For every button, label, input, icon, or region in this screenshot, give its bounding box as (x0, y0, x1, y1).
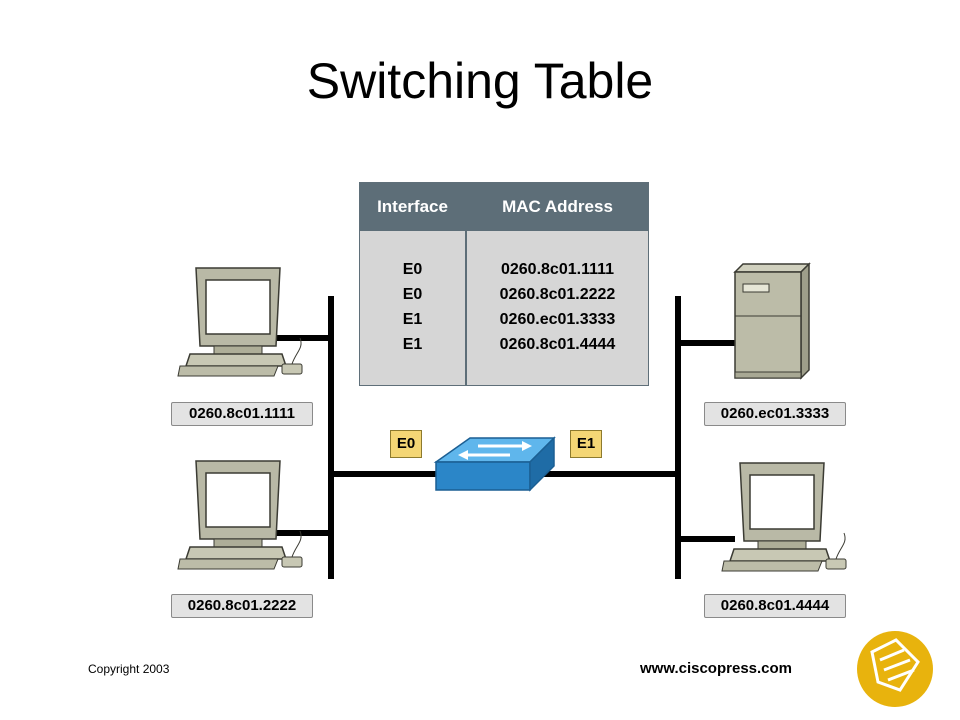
server-icon (733, 262, 811, 380)
website-link[interactable]: www.ciscopress.com (640, 660, 793, 677)
table-cell-interface: E0 (402, 261, 423, 278)
host-mac-label: 0260.ec01.3333 (704, 402, 846, 426)
workstation-icon (177, 267, 303, 377)
host-mac-label: 0260.8c01.2222 (171, 594, 313, 618)
table-cell-mac: 0260.8c01.4444 (499, 336, 616, 353)
table-cell-mac: 0260.8c01.1111 (500, 261, 615, 278)
mac-address-table: Interface MAC Address E0 0260.8c01.1111 … (359, 182, 649, 386)
switch-icon (433, 436, 556, 492)
table-header-mac-address: MAC Address (467, 183, 648, 231)
workstation-icon (721, 462, 847, 572)
table-cell-mac: 0260.ec01.3333 (499, 311, 616, 328)
host-mac-label: 0260.8c01.4444 (704, 594, 846, 618)
table-cell-interface: E0 (402, 286, 423, 303)
ciscopress-logo-icon (857, 631, 933, 707)
host-mac-label: 0260.8c01.1111 (171, 402, 313, 426)
table-cell-mac: 0260.8c01.2222 (499, 286, 616, 303)
copyright-text: Copyright 2003 (88, 662, 170, 676)
port-label-e1: E1 (570, 430, 602, 458)
page-title: Switching Table (306, 53, 654, 109)
table-cell-interface: E1 (402, 336, 423, 353)
table-header-interface: Interface (360, 183, 465, 231)
table-cell-interface: E1 (402, 311, 423, 328)
port-label-e0: E0 (390, 430, 422, 458)
workstation-icon (177, 460, 303, 570)
column-divider (465, 183, 467, 385)
